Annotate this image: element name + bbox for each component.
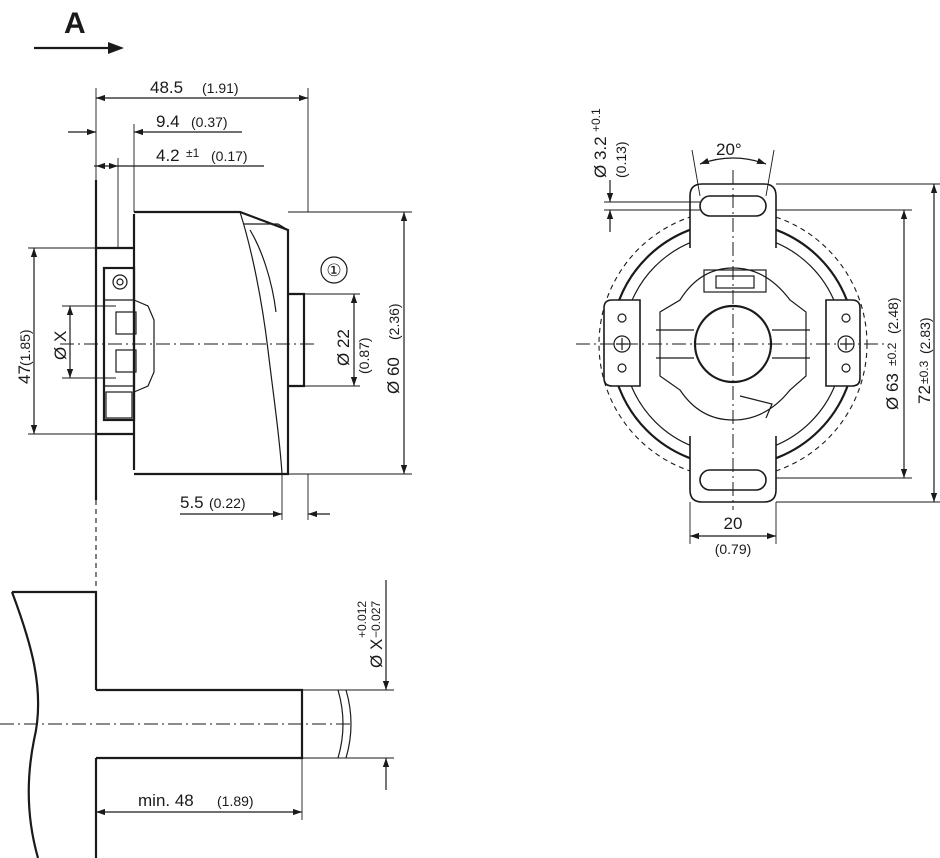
dim-slot-angle: 20° <box>691 140 775 197</box>
svg-text:Ø 60: Ø 60 <box>384 357 403 394</box>
housing-cover <box>239 211 283 475</box>
svg-text:Ø 63: Ø 63 <box>883 373 902 410</box>
dim-housing-height: 47 (1.85) <box>15 247 96 435</box>
dim-shaft-tolerance: Ø X +0.012 −0.027 <box>302 580 394 790</box>
svg-text:(0.17): (0.17) <box>211 148 248 164</box>
svg-text:Ø X: Ø X <box>51 331 70 360</box>
svg-text:4.2: 4.2 <box>156 146 180 165</box>
svg-text:Ø 22: Ø 22 <box>334 329 353 366</box>
svg-text:+0.012: +0.012 <box>355 601 369 638</box>
dim-min-length: min. 48 (1.89) <box>96 758 303 820</box>
callout-marker: ① <box>326 261 341 280</box>
svg-text:(1.85): (1.85) <box>17 329 33 366</box>
dim-overall-length: 48.5 (1.91) <box>95 78 309 212</box>
view-label: A <box>64 7 86 40</box>
svg-text:min. 48: min. 48 <box>138 791 194 810</box>
connector-cap <box>288 292 306 388</box>
svg-text:(1.89): (1.89) <box>217 793 254 809</box>
svg-text:±0.2: ±0.2 <box>885 342 899 366</box>
svg-text:(0.87): (0.87) <box>356 337 372 374</box>
svg-text:(0.37): (0.37) <box>191 114 228 130</box>
svg-text:5.5: 5.5 <box>180 493 204 512</box>
dim-tab-width: 20 (0.79) <box>689 502 777 557</box>
dim-rear-step: 5.5 (0.22) <box>180 474 330 520</box>
inner-hub <box>659 267 807 421</box>
front-view: Ø 3.2 +0.1 (0.13) 20° Ø 63 ±0.2 (2.48) 7… <box>576 108 940 557</box>
svg-text:(2.83): (2.83) <box>917 317 933 354</box>
dim-flange-offset: 9.4 (0.37) <box>68 112 242 212</box>
svg-text:Ø 3.2: Ø 3.2 <box>591 136 610 178</box>
svg-text:9.4: 9.4 <box>156 112 180 131</box>
mounting-plate <box>94 180 134 500</box>
svg-text:(2.36): (2.36) <box>386 303 402 340</box>
svg-text:+0.1: +0.1 <box>589 108 603 132</box>
dim-pitch-diameter: Ø 63 ±0.2 (2.48) <box>776 209 912 479</box>
svg-text:20°: 20° <box>716 140 742 159</box>
dim-spring-offset: 4.2 ±1 (0.17) <box>94 146 264 248</box>
svg-text:20: 20 <box>724 514 743 533</box>
svg-text:(0.13): (0.13) <box>613 141 629 178</box>
dim-overall-height: 72 ±0.3 (2.83) <box>776 183 940 503</box>
svg-text:(1.91): (1.91) <box>202 80 239 96</box>
svg-text:48.5: 48.5 <box>150 78 183 97</box>
svg-text:72: 72 <box>915 385 934 404</box>
dim-hub-diameter: Ø 22 (0.87) <box>304 293 372 387</box>
svg-text:±1: ±1 <box>186 146 200 160</box>
housing-body <box>134 210 290 476</box>
view-a-marker: A <box>34 7 124 54</box>
side-view: ① 48.5 (1.91) 9.4 (0.37) 4.2 ±1 (0.17) <box>15 78 412 590</box>
dim-hole-diameter: Ø 3.2 +0.1 (0.13) <box>589 108 700 232</box>
svg-text:(2.48): (2.48) <box>885 297 901 334</box>
svg-text:(0.22): (0.22) <box>209 495 246 511</box>
dim-bore: Ø X <box>51 305 116 379</box>
mating-part <box>10 590 98 858</box>
svg-text:47: 47 <box>15 365 34 384</box>
svg-text:−0.027: −0.027 <box>369 601 383 638</box>
svg-text:Ø X: Ø X <box>367 639 386 668</box>
dim-body-diameter: Ø 60 (2.36) <box>288 211 412 475</box>
right-bracket <box>825 299 861 387</box>
shaft-view: Ø X +0.012 −0.027 min. 48 (1.89) <box>0 580 394 858</box>
svg-text:(0.79): (0.79) <box>715 541 752 557</box>
svg-text:±0.3: ±0.3 <box>917 360 931 384</box>
